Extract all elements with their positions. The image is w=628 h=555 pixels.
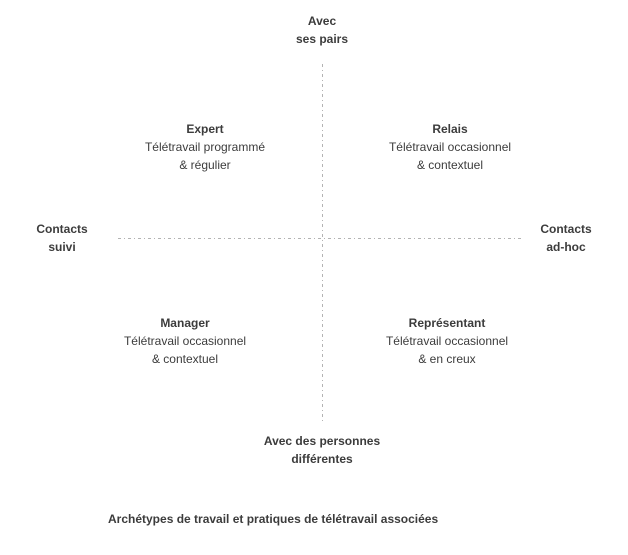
quadrant-description: Télétravail programmé & régulier xyxy=(144,140,266,172)
quadrant-description: Télétravail occasionnel & en creux xyxy=(385,334,509,366)
quadrant-description: Télétravail occasionnel & contextuel xyxy=(123,334,247,366)
figure-caption: Archétypes de travail et pratiques de té… xyxy=(108,512,439,526)
quadrant-description: Télétravail occasionnel & contextuel xyxy=(388,140,512,172)
axis-label-top: Avec ses pairs xyxy=(295,14,349,46)
vertical-axis-line xyxy=(322,64,323,421)
quadrant-bottom-right: Représentant Télétravail occasionnel & e… xyxy=(357,314,537,368)
quadrant-top-left: Expert Télétravail programmé & régulier xyxy=(115,120,295,174)
quadrant-top-right: Relais Télétravail occasionnel & context… xyxy=(360,120,540,174)
quadrant-title: Relais xyxy=(432,122,468,136)
horizontal-axis-line xyxy=(118,238,522,239)
axis-label-bottom: Avec des personnes différentes xyxy=(263,434,381,466)
quadrant-title: Expert xyxy=(186,122,224,136)
quadrant-bottom-left: Manager Télétravail occasionnel & contex… xyxy=(95,314,275,368)
quadrant-title: Représentant xyxy=(408,316,486,330)
axis-label-right: Contacts ad-hoc xyxy=(540,222,592,254)
quadrant-title: Manager xyxy=(160,316,210,330)
axis-label-left: Contacts suivi xyxy=(36,222,88,254)
